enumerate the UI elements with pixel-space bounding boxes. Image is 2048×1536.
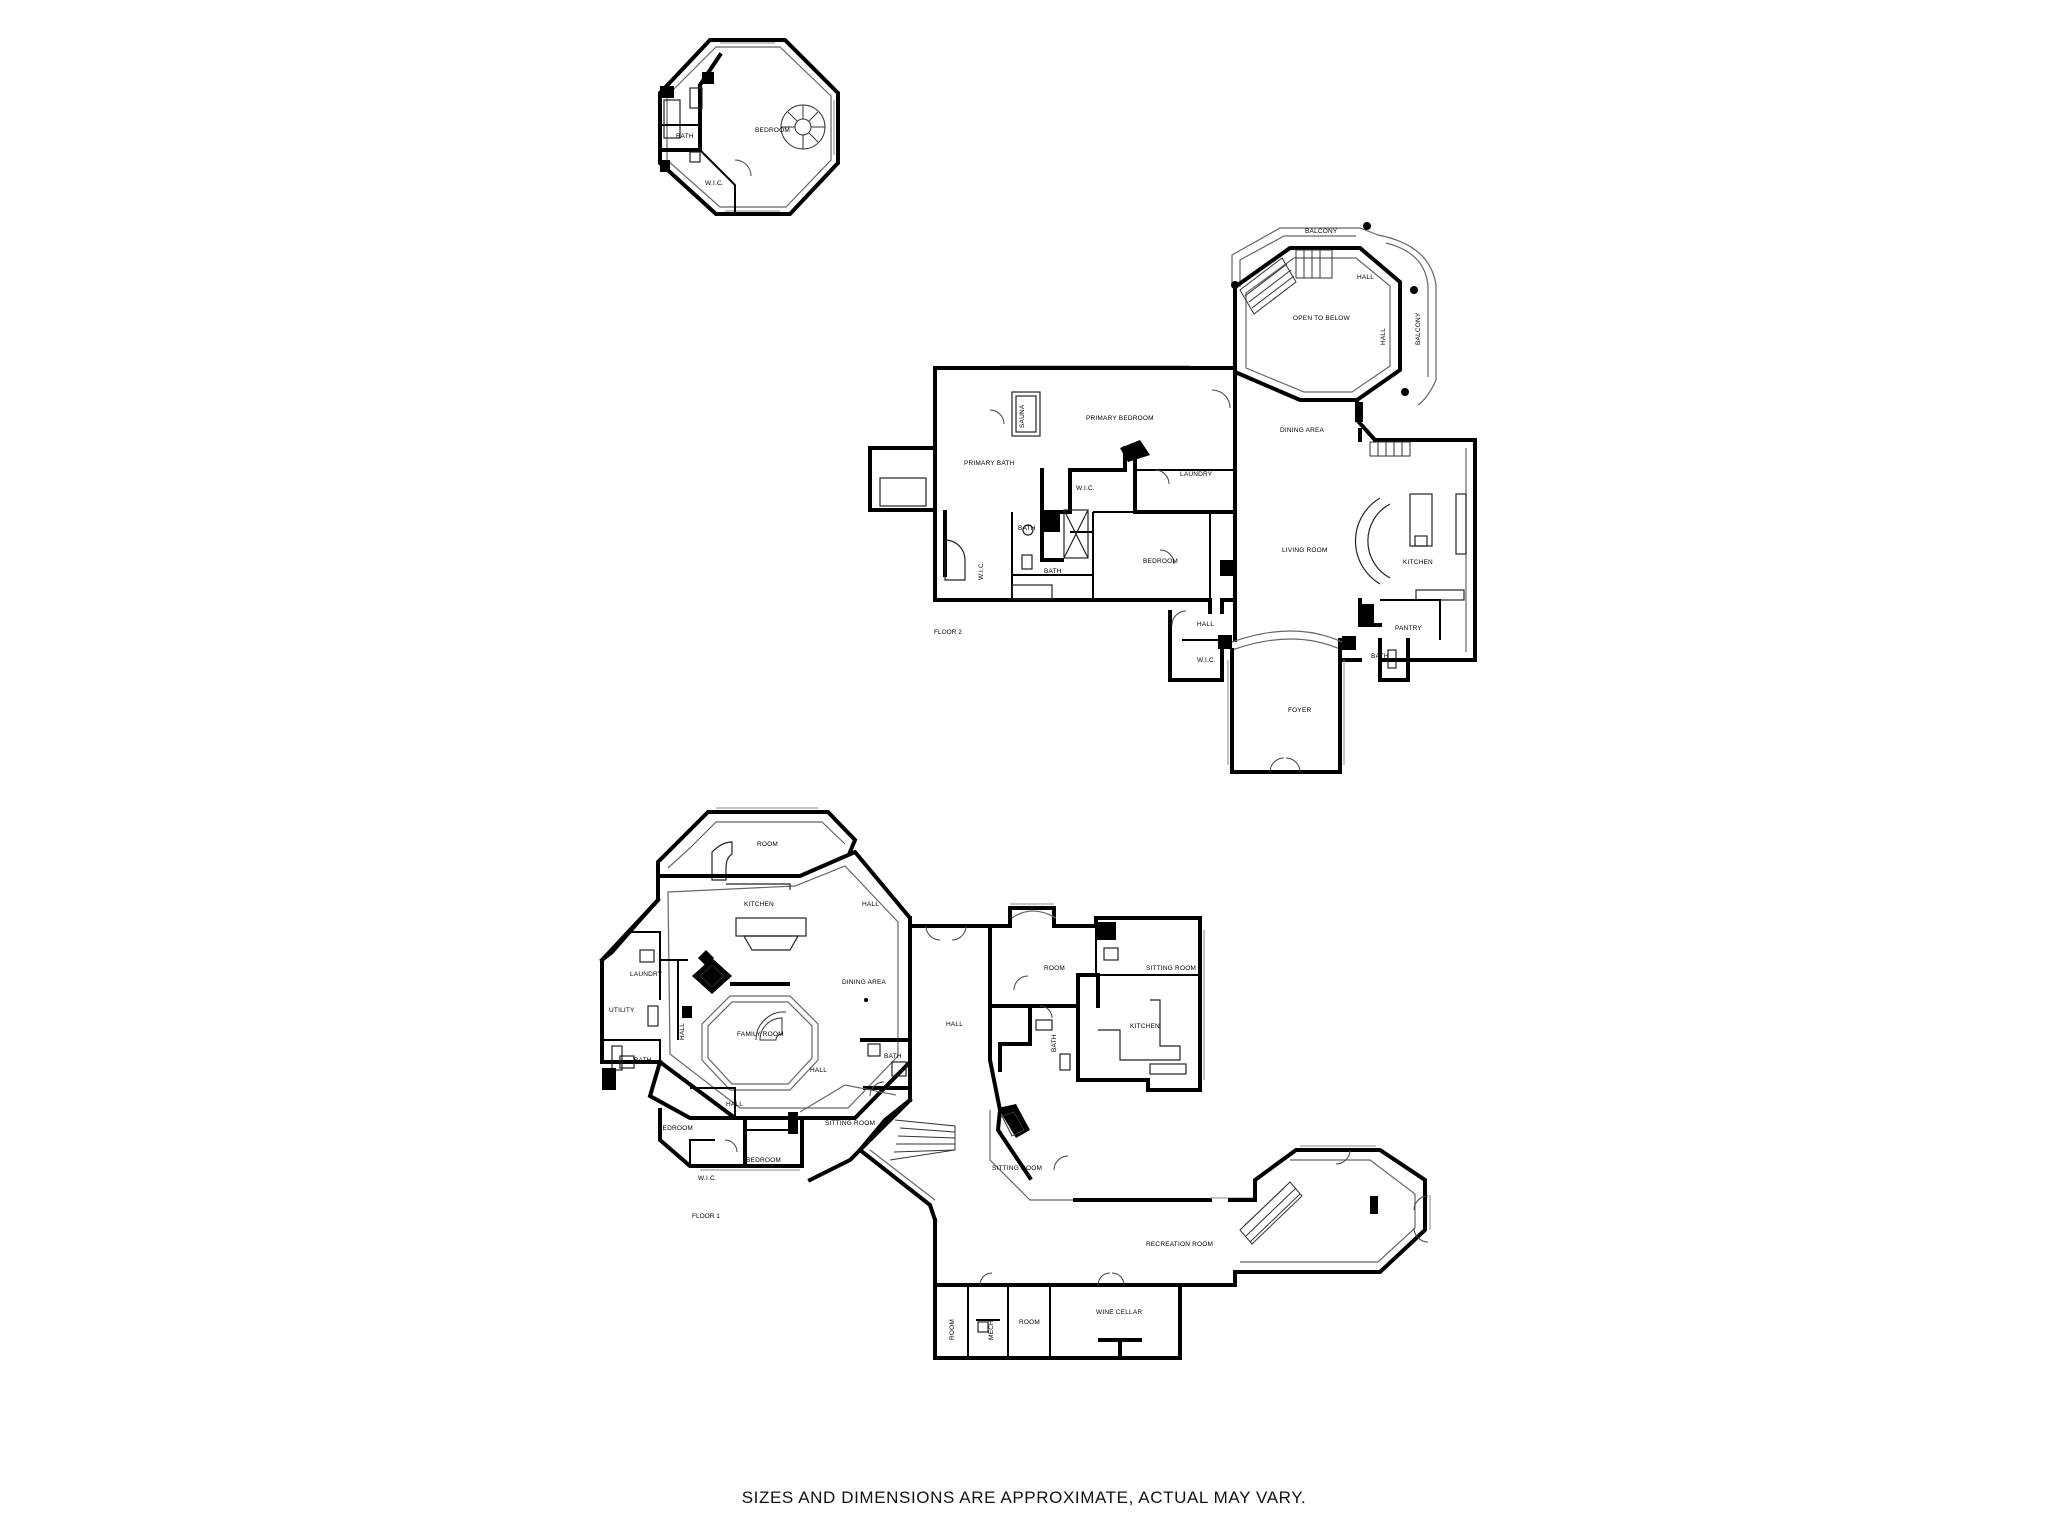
f2-sauna-label: SAUNA — [1019, 404, 1026, 428]
f1-kitchen-2-label: KITCHEN — [1130, 1023, 1160, 1030]
f2-hall-top-label: HALL — [1357, 274, 1374, 281]
f1-sitting-room-1-label: SITTING ROOM — [825, 1120, 875, 1127]
f2-open-to-below-label: OPEN TO BELOW — [1293, 315, 1351, 322]
floor-1-label: FLOOR 1 — [692, 1213, 720, 1220]
disclaimer-text: SIZES AND DIMENSIONS ARE APPROXIMATE, AC… — [741, 1488, 1307, 1507]
f2-bath-2-label: BATH — [1044, 568, 1062, 575]
f2-primary-bedroom-label: PRIMARY BEDROOM — [1086, 415, 1154, 422]
f1-hall-main-label: HALL — [946, 1021, 963, 1028]
f2-dining-area-label: DINING AREA — [1280, 427, 1325, 434]
f1-hall-4-label: HALL — [726, 1101, 743, 1108]
f1-bedroom-1-label: BEDROOM — [658, 1125, 693, 1132]
f1-laundry-label: LAUNDRY — [630, 971, 663, 978]
f2-living-room-label: LIVING ROOM — [1282, 547, 1328, 554]
f1-wic-label: W.I.C. — [698, 1175, 717, 1182]
f1-room-a-label: ROOM — [949, 1319, 956, 1340]
f1-wine-cellar-label: WINE CELLAR — [1096, 1309, 1142, 1316]
f2-kitchen-label: KITCHEN — [1403, 559, 1433, 566]
floor-2-label: FLOOR 2 — [934, 629, 962, 636]
f2-bath-3-label: BATH — [1371, 653, 1389, 660]
f1-sitting-room-3-label: SITTING ROOM — [992, 1165, 1042, 1172]
upper-bath-label: BATH — [676, 133, 694, 140]
f1-sitting-room-2-label: SITTING ROOM — [1146, 965, 1196, 972]
floor1-rec-stair — [1239, 1181, 1303, 1245]
f1-hall-2-label: HALL — [679, 1023, 686, 1040]
f1-mech-label: MECH — [988, 1320, 995, 1340]
f1-bath-1-label: BATH — [634, 1057, 652, 1064]
f1-room-b-label: ROOM — [1019, 1319, 1040, 1326]
f1-recreation-room-label: RECREATION ROOM — [1146, 1241, 1213, 1248]
f2-wic-3-label: W.I.C. — [1197, 657, 1216, 664]
floor-2: BALCONY BALCONY HALL HALL OPEN TO BELOW … — [868, 222, 1477, 774]
floor-1: ROOM KITCHEN HALL LAUNDRY UTILITY HALL D… — [599, 807, 1431, 1360]
f1-bath-3-label: BATH — [1051, 1034, 1058, 1052]
f2-wic-1-label: W.I.C. — [1076, 485, 1095, 492]
f2-wic-2-label: W.I.C. — [978, 561, 985, 580]
f2-hall-lower-label: HALL — [1197, 621, 1214, 628]
f2-foyer-label: FOYER — [1288, 707, 1311, 714]
f1-kitchen-1-label: KITCHEN — [744, 901, 774, 908]
f2-primary-bath-label: PRIMARY BATH — [964, 460, 1015, 467]
upper-bedroom-label: BEDROOM — [755, 127, 790, 134]
f1-bedroom-2-label: BEDROOM — [746, 1157, 781, 1164]
floor1-center-stair — [889, 1119, 956, 1161]
f1-family-room-label: FAMILY ROOM — [737, 1031, 784, 1038]
f1-utility-label: UTILITY — [609, 1007, 635, 1014]
f2-balcony-side-label: BALCONY — [1415, 312, 1422, 345]
f2-laundry-label: LAUNDRY — [1180, 471, 1213, 478]
f2-bedroom-label: BEDROOM — [1143, 558, 1178, 565]
f2-balcony-top-label: BALCONY — [1305, 228, 1338, 235]
f1-room-top-label: ROOM — [757, 841, 778, 848]
floor2-stair — [1239, 257, 1297, 315]
f1-hall-3-label: HALL — [810, 1067, 827, 1074]
f1-bath-2-label: BATH — [884, 1053, 902, 1060]
f1-room-mid-label: ROOM — [1044, 965, 1065, 972]
upper-floor: BEDROOM BATH W.I.C. — [658, 38, 840, 216]
f2-pantry-label: PANTRY — [1395, 625, 1422, 632]
upper-wic-label: W.I.C. — [705, 180, 724, 187]
f1-dining-area-label: DINING AREA — [842, 979, 887, 986]
f2-hall-side-label: HALL — [1380, 328, 1387, 345]
f2-bath-1-label: BATH — [1018, 525, 1036, 532]
f1-hall-1-label: HALL — [862, 901, 879, 908]
